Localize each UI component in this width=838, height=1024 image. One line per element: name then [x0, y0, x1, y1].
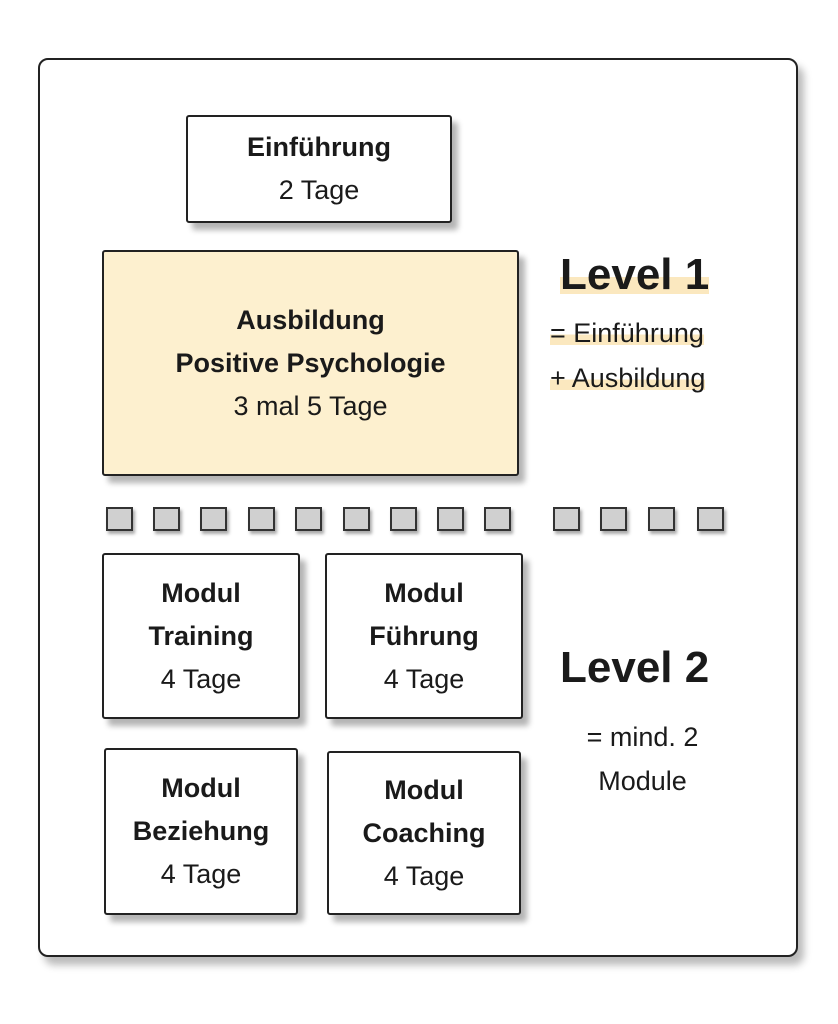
- training-box: Ausbildung Positive Psychologie 3 mal 5 …: [102, 250, 519, 476]
- module-label: Modul: [161, 773, 241, 803]
- separator-square: [153, 507, 180, 531]
- separator-square: [106, 507, 133, 531]
- module-label: Modul: [384, 577, 464, 608]
- module-label: Modul: [384, 774, 464, 805]
- separator-square: [648, 507, 675, 531]
- level2-title: Level 2: [560, 643, 710, 692]
- intro-box: Einführung 2 Tage: [186, 115, 452, 223]
- separator-square: [343, 507, 370, 531]
- module-duration: 4 Tage: [383, 663, 465, 694]
- separator-square: [248, 507, 275, 531]
- module-box-training: Modul Training 4 Tage: [102, 553, 300, 719]
- separator-square: [390, 507, 417, 531]
- module-name: Coaching: [362, 817, 486, 848]
- module-name: Führung: [369, 620, 479, 651]
- level1-line2: + Ausbildung: [550, 363, 706, 394]
- separator-square: [484, 507, 511, 531]
- level1-line1: = Einführung: [550, 318, 704, 349]
- level1-title-text: Level 1: [560, 250, 710, 299]
- level2-line2: Module: [598, 766, 687, 796]
- separator-square: [697, 507, 724, 531]
- level1-line2-text: + Ausbildung: [550, 363, 706, 393]
- separator-square: [295, 507, 322, 531]
- level2-line1: = mind. 2: [586, 722, 699, 752]
- level2-desc: = mind. 2 Module: [560, 715, 725, 803]
- separator-square: [437, 507, 464, 531]
- level1-title: Level 1: [560, 250, 710, 300]
- module-name: Beziehung: [132, 816, 270, 846]
- module-box-coaching: Modul Coaching 4 Tage: [327, 751, 521, 915]
- module-box-beziehung: Modul Beziehung 4 Tage: [104, 748, 298, 915]
- level1-line1-text: = Einführung: [550, 318, 704, 348]
- separator-square: [553, 507, 580, 531]
- module-duration: 4 Tage: [383, 860, 465, 891]
- module-duration: 4 Tage: [160, 859, 242, 889]
- training-title-2: Positive Psychologie: [175, 347, 446, 378]
- intro-duration: 2 Tage: [278, 175, 360, 205]
- separator-square: [600, 507, 627, 531]
- module-label: Modul: [161, 577, 241, 608]
- separator-square: [200, 507, 227, 531]
- module-duration: 4 Tage: [160, 663, 242, 694]
- training-title-1: Ausbildung: [236, 304, 385, 335]
- intro-title: Einführung: [247, 132, 391, 162]
- module-box-fuehrung: Modul Führung 4 Tage: [325, 553, 523, 719]
- training-duration: 3 mal 5 Tage: [233, 390, 388, 421]
- module-name: Training: [148, 620, 254, 651]
